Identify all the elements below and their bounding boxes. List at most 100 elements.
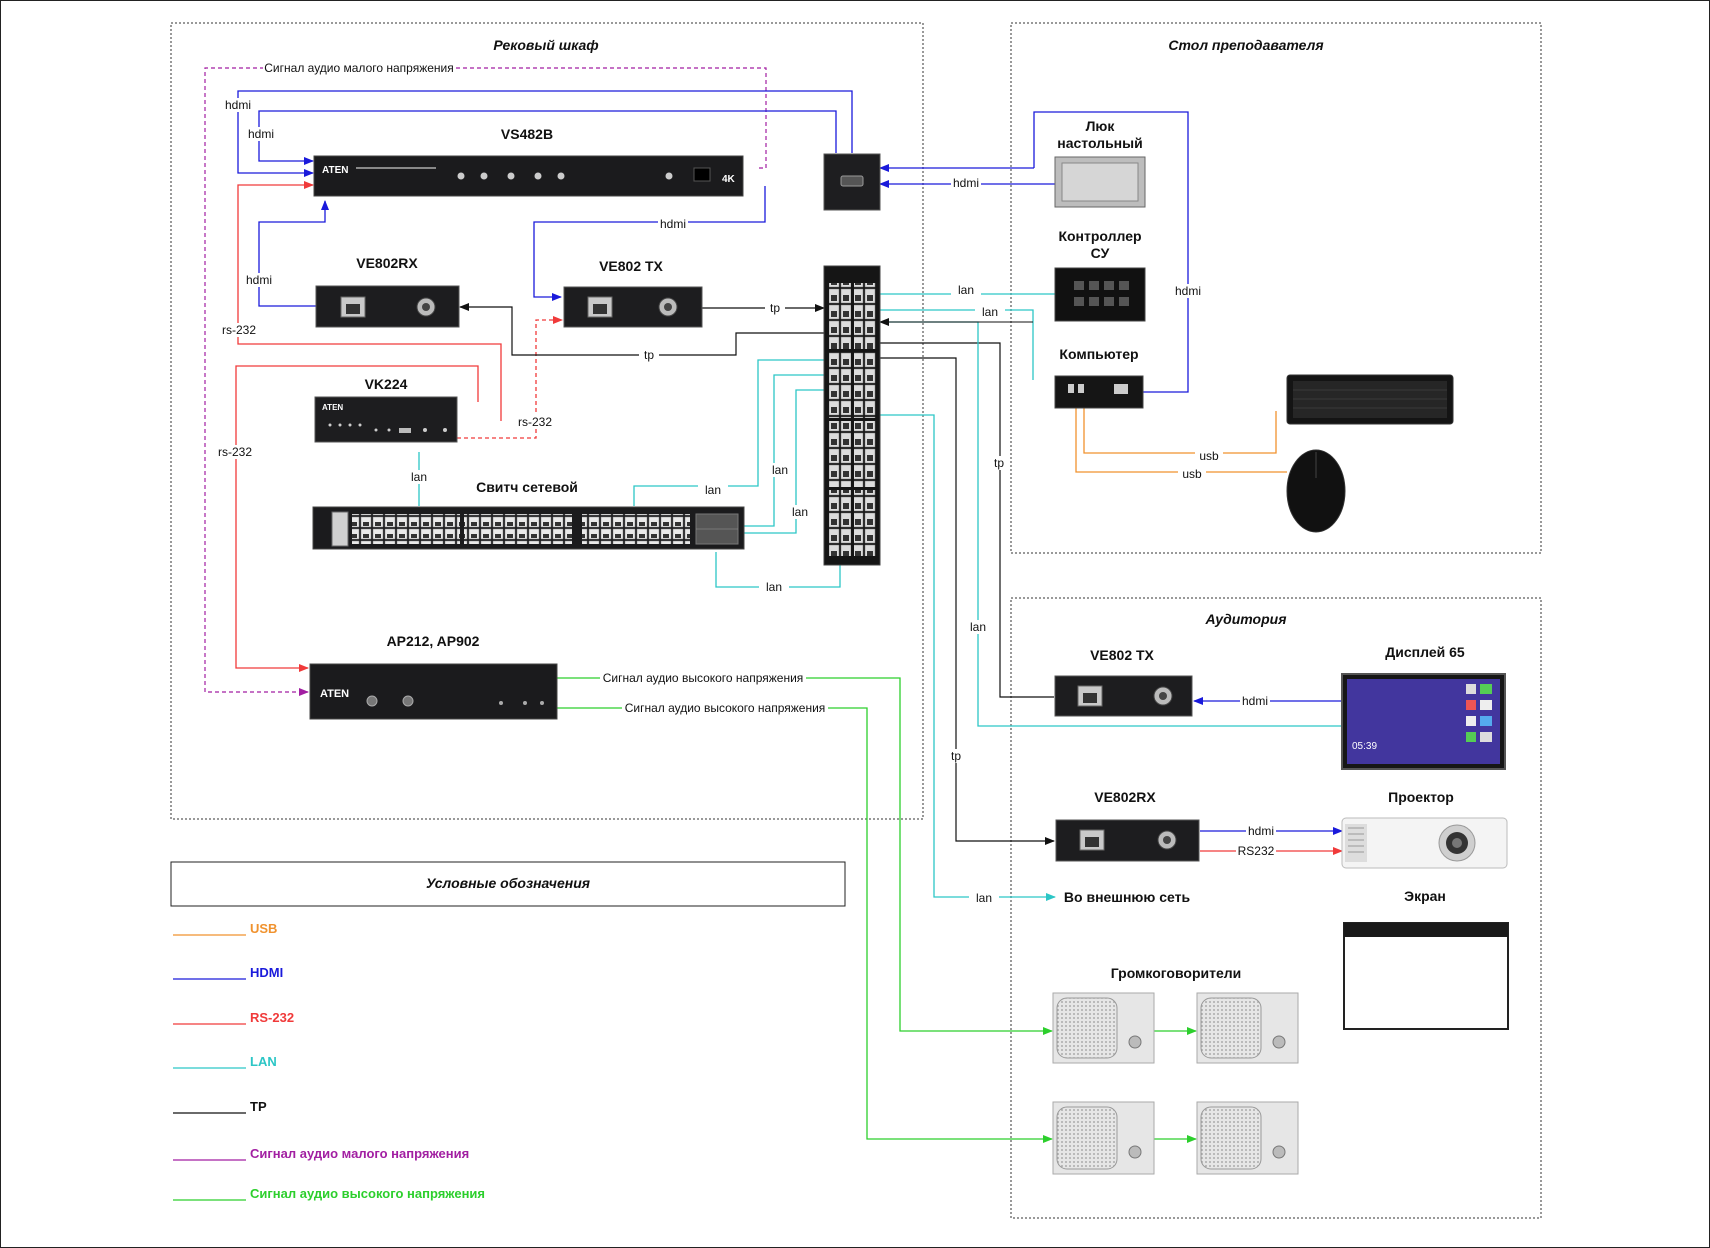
speaker-2 (1196, 992, 1299, 1064)
projector-title: Проектор (1388, 789, 1454, 805)
tp-label-2: tp (644, 348, 654, 362)
ve802rx-rack-title: VE802RX (356, 255, 418, 271)
rs232-label-2: rs-232 (218, 445, 252, 459)
computer-device: Компьютер (1054, 346, 1144, 409)
hdmi-label-8: hdmi (1248, 824, 1274, 838)
aten-logo-vs482b: ATEN (322, 165, 348, 176)
legend-label-high-audio: Сигнал аудио высокого напряжения (250, 1186, 485, 1201)
lan-label-1: lan (411, 470, 427, 484)
legend-title: Условные обозначения (426, 875, 590, 891)
speakers-group: Громкоговорители (1052, 965, 1299, 1175)
display-device: Дисплей 65 05:39 (1341, 644, 1506, 770)
hdmi-label-6: hdmi (1175, 284, 1201, 298)
controller-title-line2: СУ (1091, 245, 1110, 261)
ve802rx-aud-title: VE802RX (1094, 789, 1156, 805)
lan-label-4: lan (792, 505, 808, 519)
legend-item-rs232: RS-232 (173, 1010, 294, 1025)
zone-auditorium-title: Аудитория (1205, 611, 1287, 627)
usb-labels: usb usb (1178, 449, 1223, 481)
computer-title: Компьютер (1059, 346, 1138, 362)
high-audio-labels: Сигнал аудио высокого напряжения Сигнал … (600, 671, 828, 715)
legend-label-rs232: RS-232 (250, 1010, 294, 1025)
lan-label-5: lan (766, 580, 782, 594)
ve802tx-rack-device: VE802 TX (563, 258, 703, 328)
legend-label-lan: LAN (250, 1054, 277, 1069)
tp-labels: tp tp tp tp (639, 301, 1009, 763)
lan-label-7: lan (982, 305, 998, 319)
legend-item-lan: LAN (173, 1054, 277, 1069)
lan-label-8: lan (970, 620, 986, 634)
legend-item-usb: USB (173, 921, 277, 936)
switch-title: Свитч сетевой (476, 479, 578, 495)
projector-device: Проектор (1341, 789, 1508, 869)
ve802tx-rack-title: VE802 TX (599, 258, 663, 274)
ve802tx-aud-device: VE802 TX (1054, 647, 1193, 717)
zone-teacher: Стол преподавателя (1010, 22, 1542, 554)
low-audio-label-text: Сигнал аудио малого напряжения (264, 61, 453, 75)
hdmi-label-3: hdmi (660, 217, 686, 231)
legend-label-tp: TP (250, 1099, 267, 1114)
mouse-device (1286, 449, 1346, 533)
controller-device: Контроллер СУ (1054, 228, 1146, 322)
hdmi-label-7: hdmi (1242, 694, 1268, 708)
ve802rx-rack-device: VE802RX (315, 255, 460, 328)
amplifier-title: AP212, AP902 (387, 633, 480, 649)
legend: Условные обозначения USB HDMI RS-232 LAN… (170, 861, 846, 1201)
hdmi-labels: hdmi hdmi hdmi hdmi hdmi hdmi hdmi hdmi (223, 98, 1276, 838)
legend-item-hdmi: HDMI (173, 965, 283, 980)
zone-rack-title: Рековый шкаф (493, 37, 598, 53)
aten-logo-amp: ATEN (320, 688, 349, 700)
legend-label-low-audio: Сигнал аудио малого напряжения (250, 1146, 469, 1161)
hatch-title-line2: настольный (1057, 135, 1142, 151)
screen-device: Экран (1343, 888, 1509, 1030)
rs232-labels: rs-232 rs-232 rs-232 RS232 (216, 323, 1276, 858)
usb-label-2: usb (1182, 467, 1202, 481)
tp-cables (459, 303, 1055, 845)
legend-item-high-audio: Сигнал аудио высокого напряжения (173, 1186, 485, 1201)
low-audio-label: Сигнал аудио малого напряжения (263, 61, 455, 75)
rs232-cables (235, 181, 1343, 855)
usb-cables (1075, 407, 1287, 473)
vk224-title: VK224 (365, 376, 408, 392)
usb-label-1: usb (1199, 449, 1219, 463)
lan-label-3: lan (772, 463, 788, 477)
legend-item-low-audio: Сигнал аудио малого напряжения (173, 1146, 469, 1161)
external-network-title: Во внешнюю сеть (1064, 889, 1191, 905)
hdmi-cables (237, 90, 1343, 835)
legend-item-tp: TP (173, 1099, 267, 1114)
hdmi-label-5: hdmi (953, 176, 979, 190)
display-clock: 05:39 (1352, 741, 1377, 752)
vs482b-device: VS482B ATEN 4K (313, 126, 744, 197)
tp-label-3: tp (994, 456, 1004, 470)
lan-label-2: lan (705, 483, 721, 497)
rs232-label-3: rs-232 (518, 415, 552, 429)
tp-label-4: tp (951, 749, 961, 763)
speaker-3 (1052, 1101, 1155, 1175)
patch-panel-device (823, 265, 881, 566)
aten-logo-vk224: ATEN (322, 403, 343, 412)
legend-label-usb: USB (250, 921, 277, 936)
external-network: Во внешнюю сеть (1064, 889, 1191, 905)
hdmi-label-2: hdmi (248, 127, 274, 141)
desk-hatch-device: Люк настольный (1054, 118, 1146, 208)
vs482b-title: VS482B (501, 126, 553, 142)
rs232-label-1: rs-232 (222, 323, 256, 337)
high-audio-cables (555, 677, 1197, 1143)
tp-label-1: tp (770, 301, 780, 315)
hdmi-label-4: hdmi (246, 273, 272, 287)
amplifier-device: AP212, AP902 ATEN (309, 633, 558, 720)
lan-label-9: lan (976, 891, 992, 905)
ve802tx-aud-title: VE802 TX (1090, 647, 1154, 663)
speaker-4 (1196, 1101, 1299, 1175)
ve802rx-aud-device: VE802RX (1055, 789, 1200, 862)
zone-rack: Рековый шкаф (170, 22, 924, 820)
screen-title: Экран (1404, 888, 1446, 904)
speakers-title: Громкоговорители (1111, 965, 1242, 981)
zone-auditorium: Аудитория (1010, 597, 1542, 1219)
high-audio-label-1: Сигнал аудио высокого напряжения (603, 671, 804, 685)
keyboard-device (1286, 374, 1454, 425)
legend-label-hdmi: HDMI (250, 965, 283, 980)
vk224-device: VK224 ATEN (314, 376, 458, 443)
hdmi-wall-plate (823, 153, 881, 211)
